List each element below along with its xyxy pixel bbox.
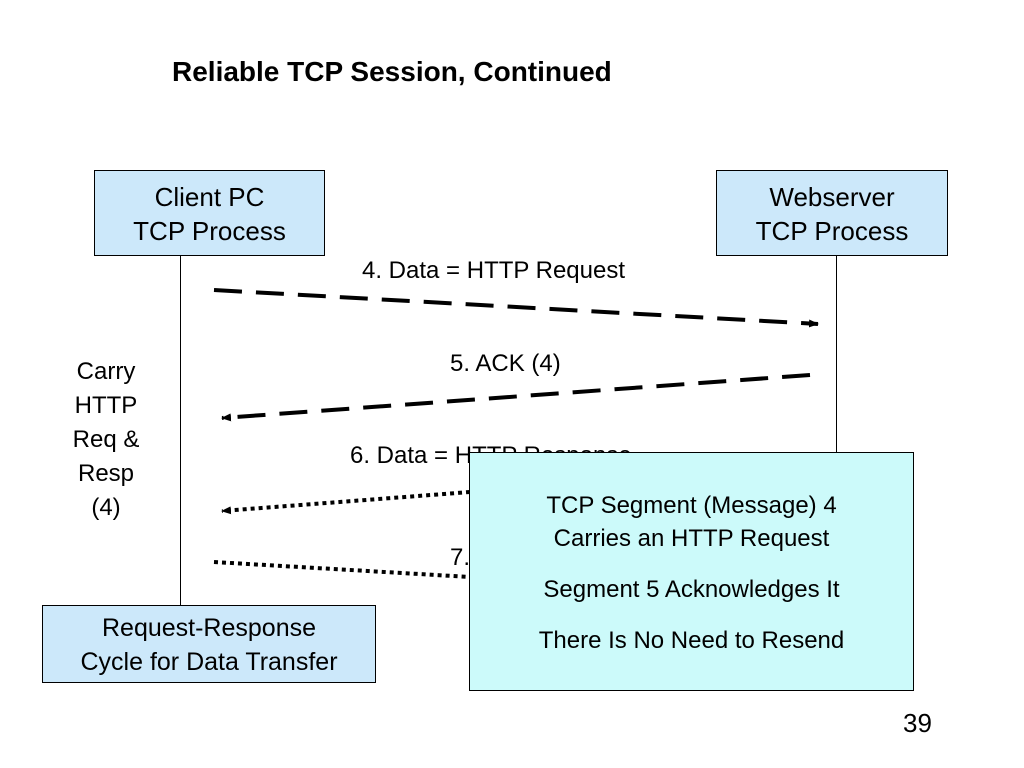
message-5-label: 5. ACK (4) [450, 350, 561, 377]
server-lifeline [836, 256, 837, 456]
page-number: 39 [903, 708, 932, 738]
message-4-label: 4. Data = HTTP Request [362, 257, 626, 284]
callout-line2: Carries an HTTP Request [553, 525, 830, 552]
webserver-tcp-process-box: Webserver TCP Process [716, 170, 948, 256]
client-lifeline [180, 256, 181, 605]
slide-title: Reliable TCP Session, Continued [172, 56, 612, 87]
server-box-line1: Webserver [769, 182, 895, 212]
client-pc-tcp-process-box: Client PC TCP Process [94, 170, 325, 256]
cycle-box-line1: Request-Response [101, 614, 316, 642]
cycle-box-line2: Cycle for Data Transfer [80, 648, 338, 676]
carry-note-line: Carry [76, 358, 136, 385]
message-6-arrow [221, 490, 471, 515]
callout-line4: There Is No Need to Resend [538, 627, 845, 654]
server-box-line2: TCP Process [755, 216, 909, 246]
carry-note-line: (4) [91, 494, 121, 521]
callout-line1: TCP Segment (Message) 4 [546, 492, 837, 519]
carry-note-line: Req & [72, 426, 140, 453]
carry-note-line: Resp [77, 460, 135, 487]
message-5-arrow [221, 373, 811, 422]
client-box-line1: Client PC [154, 182, 265, 212]
client-box-line2: TCP Process [133, 216, 286, 246]
carry-note-line: HTTP [74, 392, 138, 419]
explanation-callout: TCP Segment (Message) 4 Carries an HTTP … [469, 452, 914, 691]
request-response-cycle-box: Request-Response Cycle for Data Transfer [42, 605, 376, 683]
message-7-label: 7. [450, 544, 471, 571]
callout-line3: Segment 5 Acknowledges It [543, 576, 840, 603]
message-4-arrow [213, 288, 819, 328]
carry-http-note: Carry HTTP Req & Resp (4) [60, 355, 152, 525]
message-7-arrow [213, 560, 471, 579]
